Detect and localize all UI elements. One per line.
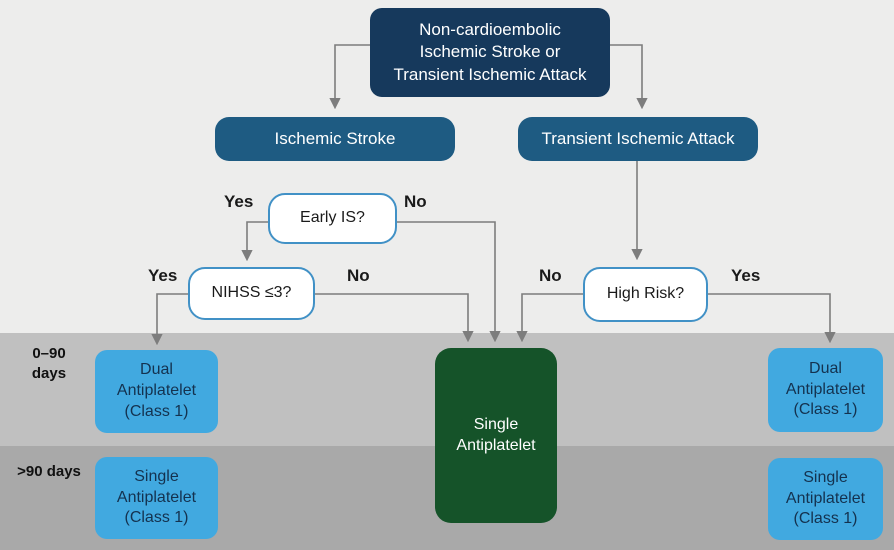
- timeline-label-0-90-days: 0–90 days: [31, 345, 67, 383]
- edge-early-is-no-to-single: [397, 221, 501, 343]
- edge-label-early-is-no: No: [404, 192, 427, 211]
- edge-label-nihss-yes: Yes: [148, 266, 178, 285]
- edge-label-nihss-no: No: [347, 266, 370, 285]
- node-non-cardioembolic-root: Non-cardioembolic Ischemic Stroke or Tra…: [370, 8, 610, 97]
- node-ischemic-stroke: Ischemic Stroke: [215, 117, 455, 161]
- edge-label-high-risk-yes: Yes: [731, 266, 761, 285]
- node-transient-ischemic-attack: Transient Ischemic Attack: [518, 117, 758, 161]
- edge-root-to-ischemic-stroke: [329, 44, 370, 110]
- node-decision-nihss: NIHSS ≤3?: [188, 267, 315, 320]
- edge-label-high-risk-no: No: [539, 266, 562, 285]
- node-outcome-single-antiplatelet-left: Single Antiplatelet (Class 1): [95, 457, 218, 539]
- node-decision-high-risk: High Risk?: [583, 267, 708, 322]
- timeline-label-over-90-days: >90 days: [17, 463, 81, 480]
- node-outcome-dual-antiplatelet-right: Dual Antiplatelet (Class 1): [768, 348, 883, 432]
- node-outcome-single-antiplatelet-center: Single Antiplatelet: [435, 348, 557, 523]
- edge-early-is-yes-to-nihss: [241, 221, 268, 262]
- edge-label-early-is-yes: Yes: [224, 192, 254, 211]
- node-decision-early-is: Early IS?: [268, 193, 397, 244]
- node-outcome-single-antiplatelet-right: Single Antiplatelet (Class 1): [768, 458, 883, 540]
- node-outcome-dual-antiplatelet-left: Dual Antiplatelet (Class 1): [95, 350, 218, 433]
- edge-root-to-tia: [610, 44, 648, 110]
